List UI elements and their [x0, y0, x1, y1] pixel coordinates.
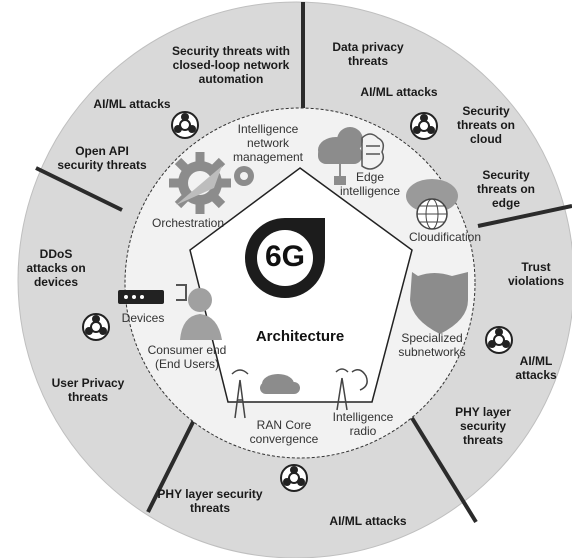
intelligence-network-management-label: Intelligence network management — [232, 122, 304, 165]
threat-cloud-label: Security threats on cloud — [456, 104, 515, 147]
biohazard-icon — [410, 112, 438, 140]
globe-cloud-icon — [406, 179, 458, 230]
intelligence-radio-label: Intelligence radio — [332, 410, 394, 439]
shield-icon — [410, 272, 468, 334]
threat-aiml-top-right-label: AI/ML attacks — [360, 85, 438, 99]
user-icon — [180, 288, 222, 340]
antenna-icon — [231, 369, 249, 419]
consumer-end-label: Consumer end (End Users) — [147, 343, 227, 372]
brain-circuit-icon — [361, 133, 385, 170]
antenna-icon — [335, 368, 368, 411]
threat-trust-label: Trust violations — [507, 260, 564, 289]
biohazard-icon — [280, 464, 308, 492]
architecture-title: Architecture — [255, 328, 345, 345]
biohazard-icon — [171, 111, 199, 139]
logo-text: 6G — [264, 240, 306, 273]
threat-ddos-label: DDoS attacks on devices — [26, 247, 86, 290]
threat-user-privacy-label: User Privacy threats — [51, 376, 125, 405]
sector-dividers — [35, 2, 572, 524]
cloud-icon — [318, 127, 363, 185]
threat-phy-bottom-label: PHY layer security threats — [157, 487, 263, 516]
cloud-icon — [260, 374, 300, 394]
cloudification-label: Cloudification — [408, 230, 482, 244]
threat-aiml-right-label: AI/ML attacks — [515, 354, 557, 383]
6g-logo — [245, 218, 325, 298]
gear-icon — [169, 152, 254, 214]
threat-closed-loop-label: Security threats with closed-loop networ… — [171, 44, 291, 87]
edge-intelligence-label: Edge intelligence — [339, 170, 401, 199]
devices-label: Devices — [121, 311, 165, 325]
biohazard-icon — [485, 326, 513, 354]
specialized-subnetworks-label: Specialized subnetworks — [398, 331, 466, 360]
biohazard-icon — [82, 313, 110, 341]
ran-core-convergence-label: RAN Core convergence — [249, 418, 319, 447]
threat-open-api-label: Open API security threats — [57, 144, 147, 173]
threat-aiml-bottom-label: AI/ML attacks — [329, 514, 407, 528]
threat-phy-right-label: PHY layer security threats — [455, 405, 511, 448]
orchestration-label: Orchestration — [151, 216, 225, 230]
threat-aiml-top-left-label: AI/ML attacks — [93, 97, 171, 111]
threat-edge-label: Security threats on edge — [476, 168, 535, 211]
router-icon — [118, 284, 187, 304]
threat-data-privacy-label: Data privacy threats — [332, 40, 404, 69]
